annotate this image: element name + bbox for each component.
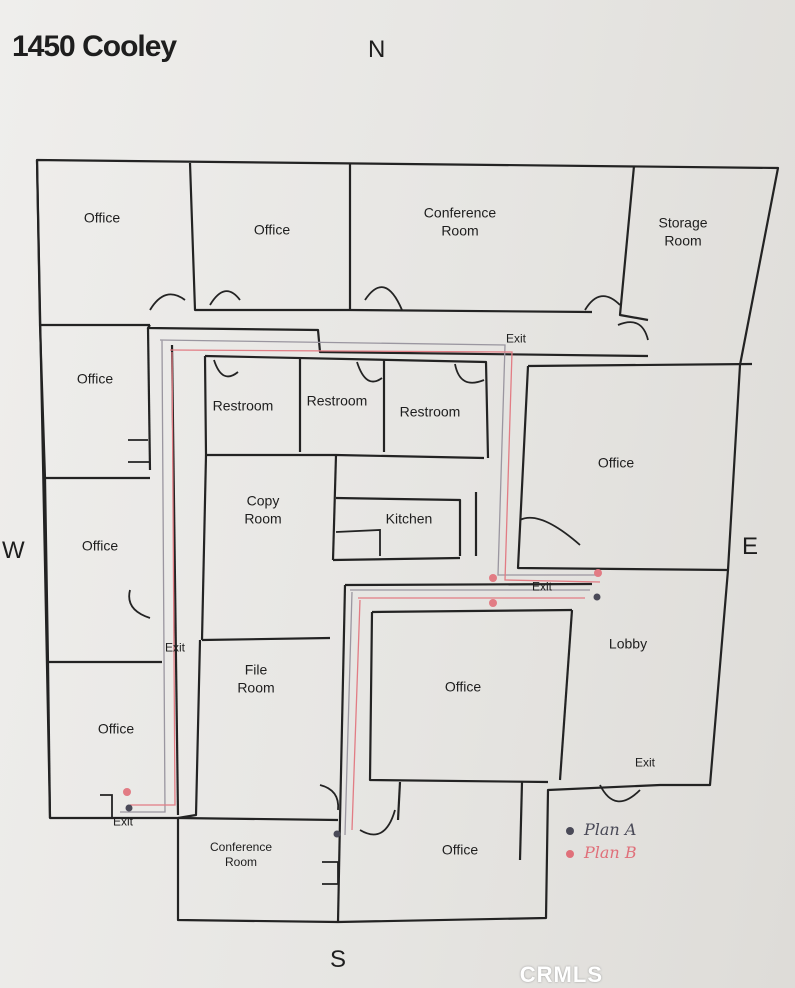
room-label: Copy Room — [244, 492, 282, 527]
room-label: Office — [83, 209, 121, 226]
route-plan-b — [130, 349, 601, 831]
exit-label: Exit — [112, 814, 134, 829]
route-plan-a — [120, 339, 595, 836]
room-label: Office — [76, 370, 114, 387]
plan-a-marker — [125, 804, 133, 812]
walls — [35, 158, 780, 924]
room-label: Office — [444, 678, 482, 695]
room-label: Conference Room — [209, 840, 273, 869]
room-label: Office — [253, 221, 291, 238]
exit-label: Exit — [531, 579, 553, 594]
exit-label: Exit — [634, 755, 656, 770]
evacuation-routes — [120, 339, 601, 836]
compass-east: E — [742, 533, 759, 560]
door-swings — [100, 286, 649, 885]
room-label: Office — [97, 720, 135, 737]
room-label: Restroom — [306, 392, 368, 409]
room-label: Restroom — [399, 403, 461, 420]
plan-b-marker — [489, 599, 497, 607]
watermark: CRMLS — [519, 962, 603, 987]
exit-label: Exit — [164, 640, 186, 655]
plan-a-marker — [333, 830, 341, 838]
room-label: Office — [81, 537, 119, 554]
plan-b-marker — [123, 788, 131, 796]
room-label: Conference Room — [423, 204, 497, 239]
plan-a-marker — [593, 593, 601, 601]
room-label: Kitchen — [385, 510, 433, 527]
room-label: Office — [597, 454, 635, 471]
room-label: Office — [441, 841, 479, 858]
room-label: Restroom — [212, 397, 274, 414]
legend-item-plan-a: Plan A — [566, 820, 636, 839]
plan-b-marker — [489, 574, 497, 582]
room-label: Lobby — [608, 635, 648, 652]
exit-label: Exit — [505, 331, 527, 346]
compass-south: S — [330, 946, 347, 973]
route-markers — [123, 569, 602, 838]
compass-north: N — [368, 36, 386, 63]
legend-label: Plan B — [584, 843, 637, 862]
room-label: File Room — [237, 661, 275, 696]
room-label: Storage Room — [658, 214, 708, 249]
legend-label: Plan A — [584, 820, 637, 839]
compass-west: W — [2, 537, 25, 564]
plan-b-marker — [594, 569, 602, 577]
property-title: 1450 Cooley — [12, 30, 177, 63]
plan-b-dot-icon — [566, 849, 574, 858]
legend-item-plan-b: Plan B — [566, 843, 637, 862]
plan-a-dot-icon — [566, 826, 574, 835]
